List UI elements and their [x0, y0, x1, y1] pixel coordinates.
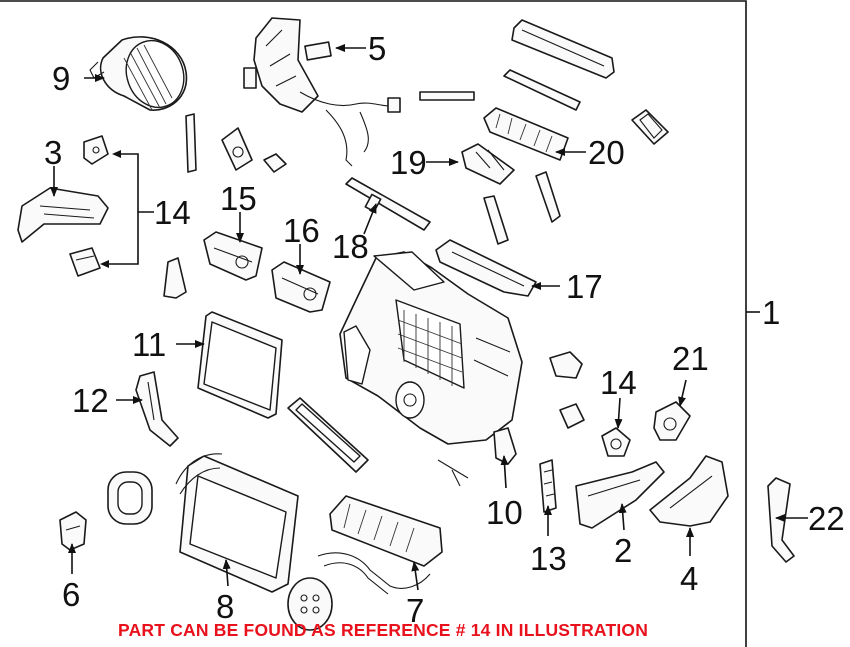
- callout-14-right: 14: [600, 364, 637, 401]
- reference-notice: PART CAN BE FOUND AS REFERENCE # 14 IN I…: [118, 620, 649, 640]
- part-22-drain-tube: [767, 477, 795, 563]
- callout-5: 5: [368, 30, 386, 67]
- callout-19: 19: [390, 144, 427, 181]
- callout-10: 10: [486, 494, 523, 531]
- part-flat-seal: [419, 91, 475, 101]
- part-2-floor-duct: [575, 461, 665, 529]
- callout-16: 16: [283, 212, 320, 249]
- part-11-cabin-filter: [197, 311, 283, 419]
- part-strut-bracket: [185, 113, 197, 173]
- part-1-hvac-housing: [339, 251, 523, 445]
- part-small-bracket-b: [559, 403, 585, 429]
- callout-17: 17: [566, 268, 603, 305]
- callout-13: 13: [530, 540, 567, 577]
- part-screw: [437, 459, 469, 487]
- part-4-rear-duct: [649, 455, 729, 527]
- leader-lines: [50, 44, 808, 591]
- callout-11: 11: [132, 326, 166, 363]
- callout-14-left: 14: [154, 194, 191, 231]
- callout-8: 8: [216, 588, 234, 625]
- callout-1: 1: [762, 294, 780, 331]
- callout-3: 3: [44, 134, 62, 171]
- part-gasket-frame: [287, 397, 369, 473]
- part-14-upper-clip: [83, 135, 109, 165]
- part-6-resistor: [59, 511, 87, 551]
- part-16-actuator: [271, 261, 331, 313]
- part-17-top-duct: [435, 239, 537, 297]
- part-7-heater-core: [317, 495, 443, 595]
- callout-20: 20: [588, 134, 625, 171]
- part-10-clip: [493, 427, 517, 465]
- part-top-panel-filter: [511, 19, 615, 79]
- part-top-seal-strip: [503, 69, 581, 111]
- part-3-left-bracket: [17, 187, 109, 243]
- part-14-sensor: [601, 427, 631, 457]
- part-5-wiring-harness: [243, 17, 401, 167]
- part-14-lower-clip: [69, 247, 101, 277]
- part-15-actuator: [203, 231, 263, 281]
- part-small-ducts: [483, 171, 561, 245]
- part-12-bracket: [135, 371, 179, 447]
- assembly-bracket-frame: [0, 0, 747, 647]
- callout-21: 21: [672, 340, 709, 377]
- callout-15: 15: [220, 180, 257, 217]
- part-small-clip: [263, 153, 287, 173]
- part-pivot-bracket: [221, 127, 253, 171]
- callout-7: 7: [406, 592, 424, 629]
- part-19-damper-link: [461, 143, 515, 185]
- part-8-evaporator: [175, 453, 299, 593]
- part-curved-strip: [163, 257, 187, 299]
- part-blower-wheel: [287, 577, 333, 631]
- part-21-servo: [653, 401, 691, 441]
- part-13-sensor-bar: [539, 459, 557, 513]
- callout-9: 9: [52, 60, 70, 97]
- callout-12: 12: [72, 382, 109, 419]
- callout-22: 22: [808, 500, 845, 537]
- callout-2: 2: [614, 532, 632, 569]
- part-18-linkage-bar: [345, 177, 431, 231]
- callout-18: 18: [332, 228, 369, 265]
- part-grommet: [107, 471, 153, 525]
- callout-6: 6: [62, 576, 80, 613]
- callout-4: 4: [680, 560, 698, 597]
- part-20-air-duct: [483, 107, 569, 161]
- part-9-blower-motor: [89, 36, 188, 111]
- part-small-bracket-a: [549, 351, 583, 379]
- part-vent-ring: [631, 109, 669, 145]
- callout-numbers: 9 5 3 14 15 16 18 19 20 17 1 11 12 14 21…: [44, 30, 845, 629]
